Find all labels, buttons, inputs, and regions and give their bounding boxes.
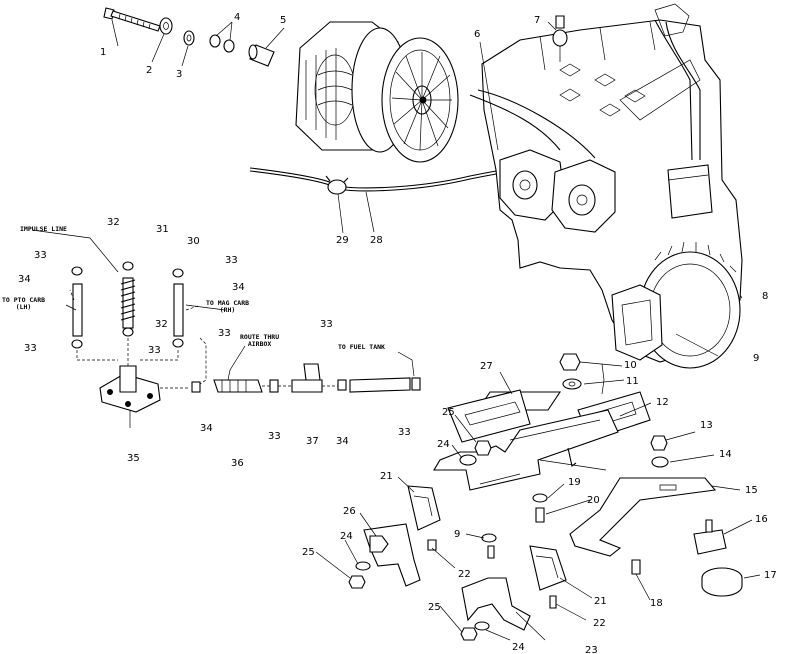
callout-10: 10 xyxy=(624,360,637,371)
callout-37: 37 xyxy=(306,436,319,447)
callout-15: 15 xyxy=(745,485,758,496)
leader-lines xyxy=(111,19,743,357)
callout-26: 26 xyxy=(343,506,356,517)
callout-24-mid: 24 xyxy=(340,531,353,542)
note-to-fuel-tank: TO FUEL TANK xyxy=(338,343,385,351)
callout-13: 13 xyxy=(700,420,713,431)
callout-27: 27 xyxy=(480,361,493,372)
callout-23: 23 xyxy=(585,645,598,654)
engine-mount-brackets xyxy=(348,485,567,641)
washer-3 xyxy=(183,30,195,46)
callout-9-lower: 9 xyxy=(454,529,461,540)
clamp-29 xyxy=(325,175,349,195)
callout-6: 6 xyxy=(474,29,481,40)
callout-3: 3 xyxy=(176,69,183,80)
callout-35: 35 xyxy=(127,453,140,464)
callout-33-e: 33 xyxy=(218,328,231,339)
callout-25-top: 25 xyxy=(442,407,455,418)
callout-5: 5 xyxy=(280,15,287,26)
callout-36: 36 xyxy=(231,458,244,469)
callout-33-a: 33 xyxy=(34,250,47,261)
fuel-system xyxy=(31,229,421,428)
callout-33-d: 33 xyxy=(148,345,161,356)
callout-8: 8 xyxy=(762,291,769,302)
callout-29: 29 xyxy=(336,235,349,246)
callout-32-bottom: 32 xyxy=(155,319,168,330)
callout-34-a: 34 xyxy=(18,274,31,285)
callout-1: 1 xyxy=(100,47,107,58)
callout-21-bottom: 21 xyxy=(594,596,607,607)
callout-19: 19 xyxy=(568,477,581,488)
callout-31: 31 xyxy=(156,224,169,235)
callout-33-f: 33 xyxy=(320,319,333,330)
callout-28: 28 xyxy=(370,235,383,246)
callout-17: 17 xyxy=(764,570,777,581)
callout-4: 4 xyxy=(234,12,241,23)
callout-33-c: 33 xyxy=(24,343,37,354)
note-impulse-line: IMPULSE LINE xyxy=(20,225,67,233)
callout-11: 11 xyxy=(626,376,639,387)
callout-34-b: 34 xyxy=(232,282,245,293)
note-to-mag-carb: TO MAG CARB (RH) xyxy=(206,299,250,315)
leader-lines-lower xyxy=(315,361,761,641)
callout-20: 20 xyxy=(587,495,600,506)
note-to-pto-carb: TO PTO CARB (LH) xyxy=(2,296,46,312)
callout-14: 14 xyxy=(719,449,732,460)
callout-12: 12 xyxy=(656,397,669,408)
callout-34-c: 34 xyxy=(200,423,213,434)
mount-brackets xyxy=(433,353,743,597)
callout-22-right: 22 xyxy=(593,618,606,629)
ring-4a xyxy=(209,34,221,48)
callout-34-d: 34 xyxy=(336,436,349,447)
fitting-7 xyxy=(552,15,568,62)
note-route-thru-airbox: ROUTE THRU AIRBOX xyxy=(240,333,280,349)
callout-24-top: 24 xyxy=(437,439,450,450)
callout-24-bottom: 24 xyxy=(512,642,525,653)
callout-22-left: 22 xyxy=(458,569,471,580)
ring-4b xyxy=(223,39,235,53)
callout-7: 7 xyxy=(534,15,541,26)
callout-25-mid: 25 xyxy=(302,547,315,558)
callout-2: 2 xyxy=(146,65,153,76)
callout-16: 16 xyxy=(755,514,768,525)
callout-25-bottom: 25 xyxy=(428,602,441,613)
bolt-1 xyxy=(103,7,161,32)
callout-33-g: 33 xyxy=(268,431,281,442)
callout-32-top: 32 xyxy=(107,217,120,228)
callout-33-h: 33 xyxy=(398,427,411,438)
callout-30: 30 xyxy=(187,236,200,247)
callout-21-top: 21 xyxy=(380,471,393,482)
callout-18: 18 xyxy=(650,598,663,609)
washer-2 xyxy=(159,17,173,35)
callout-9: 9 xyxy=(753,353,760,364)
clutch-assembly xyxy=(295,21,459,163)
spacer-5 xyxy=(248,44,275,67)
callout-33-b: 33 xyxy=(225,255,238,266)
engine xyxy=(469,3,743,369)
